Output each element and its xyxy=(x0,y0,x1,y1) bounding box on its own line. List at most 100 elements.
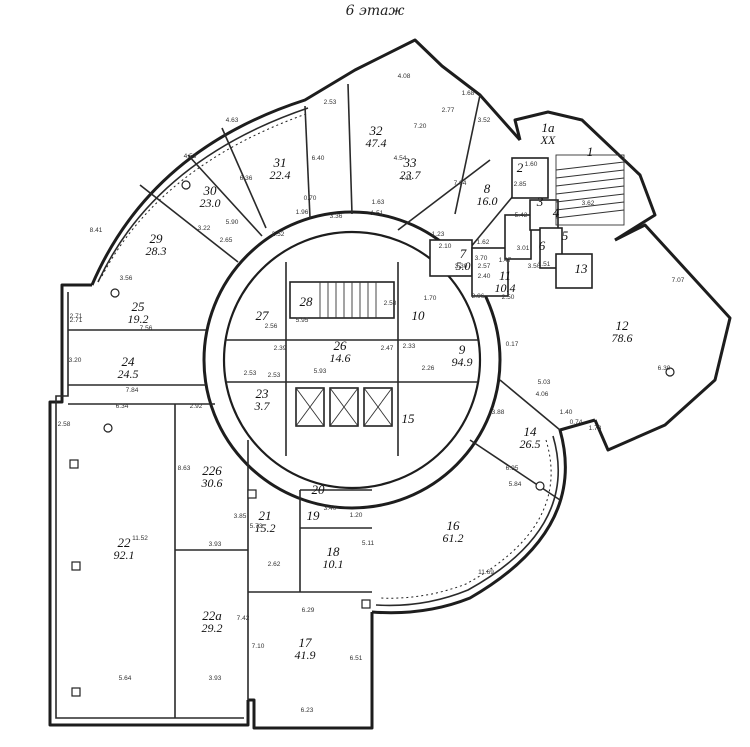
dimension-label: 3.52 xyxy=(478,117,491,124)
dimension-label: 3.20 xyxy=(69,357,82,364)
dimension-label: 8.63 xyxy=(178,465,191,472)
west-partitions xyxy=(68,329,372,718)
dimension-label: 3.40 xyxy=(324,505,337,512)
dimension-label: 1.47 xyxy=(499,257,512,264)
room-number-10: 10 xyxy=(412,308,426,323)
dimension-label: 3.62 xyxy=(582,200,595,207)
dimension-label: 3.30 xyxy=(455,263,468,270)
dimension-label: 3.01 xyxy=(517,245,530,252)
dimension-label: 2.71 xyxy=(70,313,83,320)
room-number-5: 5 xyxy=(562,228,569,243)
dimension-label: 2.10 xyxy=(439,243,452,250)
room-number-22a: 22а xyxy=(202,608,222,623)
dimension-label: 4.63 xyxy=(226,117,239,124)
room-number-7: 7 xyxy=(460,246,467,261)
dimension-label: 7.84 xyxy=(126,387,139,394)
dimension-label: 6.30 xyxy=(658,365,671,372)
room-number-24: 24 xyxy=(122,354,136,369)
dimension-label: 5.90 xyxy=(226,219,239,226)
plan-title: 6 этаж xyxy=(345,3,405,19)
dimension-label: 4.53 xyxy=(184,153,197,160)
room-number-28: 28 xyxy=(300,294,314,309)
dimension-label: 3.88 xyxy=(492,409,505,416)
dimension-label: 1.70 xyxy=(424,295,437,302)
room-area-33: 23.7 xyxy=(400,168,422,182)
room-area-21: 15.2 xyxy=(255,521,276,535)
dimension-label: 8.41 xyxy=(90,227,103,234)
dimension-label: 2.53 xyxy=(244,370,257,377)
dimension-label: 5.73 xyxy=(250,523,263,530)
columns xyxy=(69,180,675,697)
dimension-label: 7.42 xyxy=(237,615,250,622)
dimension-label: 2.85 xyxy=(514,181,527,188)
room-area-29: 28.3 xyxy=(146,244,167,258)
dimension-label: 1.73 xyxy=(589,425,602,432)
stair-1 xyxy=(555,154,625,226)
room-number-18: 18 xyxy=(327,544,341,559)
room-number-25: 25 xyxy=(132,299,146,314)
room-number-31: 31 xyxy=(273,155,287,170)
room-number-1: 1 xyxy=(587,144,594,159)
room-number-20: 20 xyxy=(312,482,326,497)
room-number-27: 27 xyxy=(256,308,270,323)
dimension-label: 7.20 xyxy=(414,123,427,130)
dimension-label: 1.62 xyxy=(477,239,490,246)
dimension-label: 1.51 xyxy=(538,261,551,268)
dimension-label: 2.50 xyxy=(502,294,515,301)
dimension-label: 2.62 xyxy=(268,561,281,568)
room-area-30: 23.0 xyxy=(200,196,221,210)
room-number-2: 2 xyxy=(517,160,524,175)
dimension-label: 0.17 xyxy=(506,341,519,348)
room-number-16: 16 xyxy=(447,518,461,533)
dimension-label: 2.57 xyxy=(478,263,491,270)
room-area-9: 94.9 xyxy=(452,355,473,369)
dimension-label: 1.68 xyxy=(462,90,475,97)
dimension-label: 0.70 xyxy=(304,195,317,202)
dimension-label: 3.93 xyxy=(209,675,222,682)
dimension-label: 6.40 xyxy=(312,155,325,162)
dimension-label: 2.58 xyxy=(384,300,397,307)
room-area-24: 24.5 xyxy=(118,367,139,381)
radial-partitions xyxy=(139,83,561,501)
dimension-label: 6.51 xyxy=(350,655,363,662)
room-number-6: 6 xyxy=(539,238,546,253)
room-number-4: 4 xyxy=(553,205,560,220)
dimension-label: 6.36 xyxy=(240,175,253,182)
room-number-26: 26 xyxy=(334,338,348,353)
dimension-label: 7.94 xyxy=(454,180,467,187)
dimension-label: 2.92 xyxy=(190,403,203,410)
dimension-label: 4.08 xyxy=(398,73,411,80)
dimension-label: 5.64 xyxy=(119,675,132,682)
dimension-label: 6.95 xyxy=(506,465,519,472)
room-number-29: 29 xyxy=(150,231,164,246)
dimension-label: 2.52 xyxy=(272,231,285,238)
dimension-label: 2.33 xyxy=(403,343,416,350)
dimension-label: 3.50 xyxy=(528,263,541,270)
stair-28 xyxy=(319,282,377,318)
room-area-25: 19.2 xyxy=(128,312,149,326)
dimension-label: 2.53 xyxy=(324,99,337,106)
room-number-9: 9 xyxy=(459,342,466,357)
dimension-label: 4.11 xyxy=(400,175,413,182)
room-area-17: 41.9 xyxy=(295,648,316,662)
room-number-14: 14 xyxy=(524,424,538,439)
room-area-14: 26.5 xyxy=(520,437,541,451)
dimension-label: 5.11 xyxy=(362,540,375,547)
room-number-11: 11 xyxy=(499,268,511,283)
room-number-1a: 1а xyxy=(542,120,556,135)
dimension-label: 2.71 xyxy=(70,317,83,324)
room-number-12: 12 xyxy=(616,318,630,333)
dimension-label: 0.74 xyxy=(570,419,583,426)
dimension-label: 2.96 xyxy=(472,293,485,300)
room-number-8: 8 xyxy=(484,181,491,196)
room-area-16: 61.2 xyxy=(443,531,464,545)
room-number-15: 15 xyxy=(402,411,416,426)
room-number-30: 30 xyxy=(203,183,218,198)
dimension-label: 5.42 xyxy=(515,212,528,219)
dimension-label: 5.95 xyxy=(296,317,309,324)
dimension-label: 2.53 xyxy=(268,372,281,379)
dimension-label: 2.26 xyxy=(422,365,435,372)
room-number-13: 13 xyxy=(575,261,589,276)
dimension-label: 1.23 xyxy=(432,231,445,238)
